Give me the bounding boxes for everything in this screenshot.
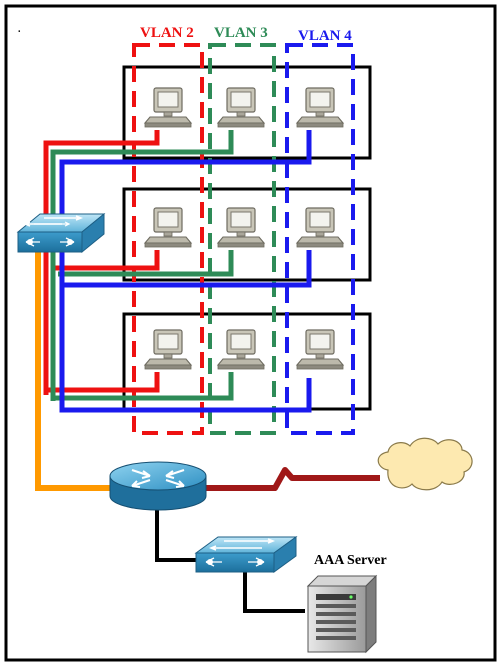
workstation-icon [217, 87, 265, 128]
router-icon [109, 461, 207, 511]
workstation-icon [296, 87, 344, 128]
workstation-icon [296, 329, 344, 370]
corner-mark: . [18, 24, 21, 35]
switch-icon [16, 212, 106, 254]
workstation-icon [144, 329, 192, 370]
switch-icon [194, 536, 298, 573]
vlan4-cables [59, 130, 312, 413]
workstation-icon [296, 207, 344, 248]
vlan2-region [132, 43, 204, 435]
vlan2-cables [43, 130, 160, 395]
vlan4-region [285, 43, 355, 435]
switch-server-cable [243, 568, 305, 613]
vlan2-label: VLAN 2 [140, 25, 194, 41]
server-label: AAA Server [314, 553, 387, 568]
uplink-cable [35, 248, 120, 491]
server-icon [306, 574, 378, 654]
workstation-icon [217, 329, 265, 370]
vlan3-region [208, 43, 276, 435]
vlan3-label: VLAN 3 [214, 25, 268, 41]
router-switch-cable [155, 510, 200, 562]
workstation-icon [144, 87, 192, 128]
cloud-icon [377, 437, 473, 491]
workstation-icon [217, 207, 265, 248]
wan-link [198, 467, 380, 491]
outer-frame [4, 4, 497, 662]
vlan4-label: VLAN 4 [298, 28, 352, 44]
vlan3-cables [50, 130, 234, 401]
workstation-icon [144, 207, 192, 248]
workstations [144, 87, 344, 370]
